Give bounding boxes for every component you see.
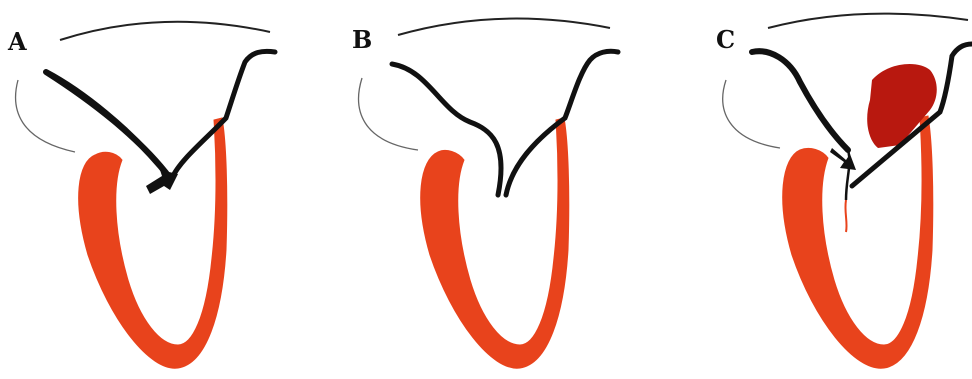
- panel-c-arrow-icon: [830, 148, 856, 170]
- panel-c-mitral-leaflet: [752, 51, 848, 150]
- panel-c-regurgitant-jet: [845, 200, 846, 232]
- panel-b: B: [352, 19, 618, 369]
- panel-a-aortic-arc: [60, 22, 270, 40]
- panel-a-label: A: [7, 27, 27, 56]
- panel-c-aortic-arc: [768, 14, 968, 28]
- panel-c-left-ventricle-wall: [783, 116, 933, 368]
- panel-c-outline-curve: [723, 80, 780, 148]
- panel-b-left-ventricle-wall: [421, 118, 569, 368]
- panel-c-label: C: [716, 25, 735, 54]
- panel-a-arrow-icon: [146, 170, 178, 194]
- panel-b-aortic-arc: [398, 19, 610, 35]
- panel-a-outline-curve: [16, 80, 75, 152]
- panel-b-outline-curve: [359, 78, 418, 150]
- panel-c: C: [716, 14, 972, 369]
- panel-b-label: B: [352, 25, 372, 54]
- panel-a: A: [7, 22, 275, 369]
